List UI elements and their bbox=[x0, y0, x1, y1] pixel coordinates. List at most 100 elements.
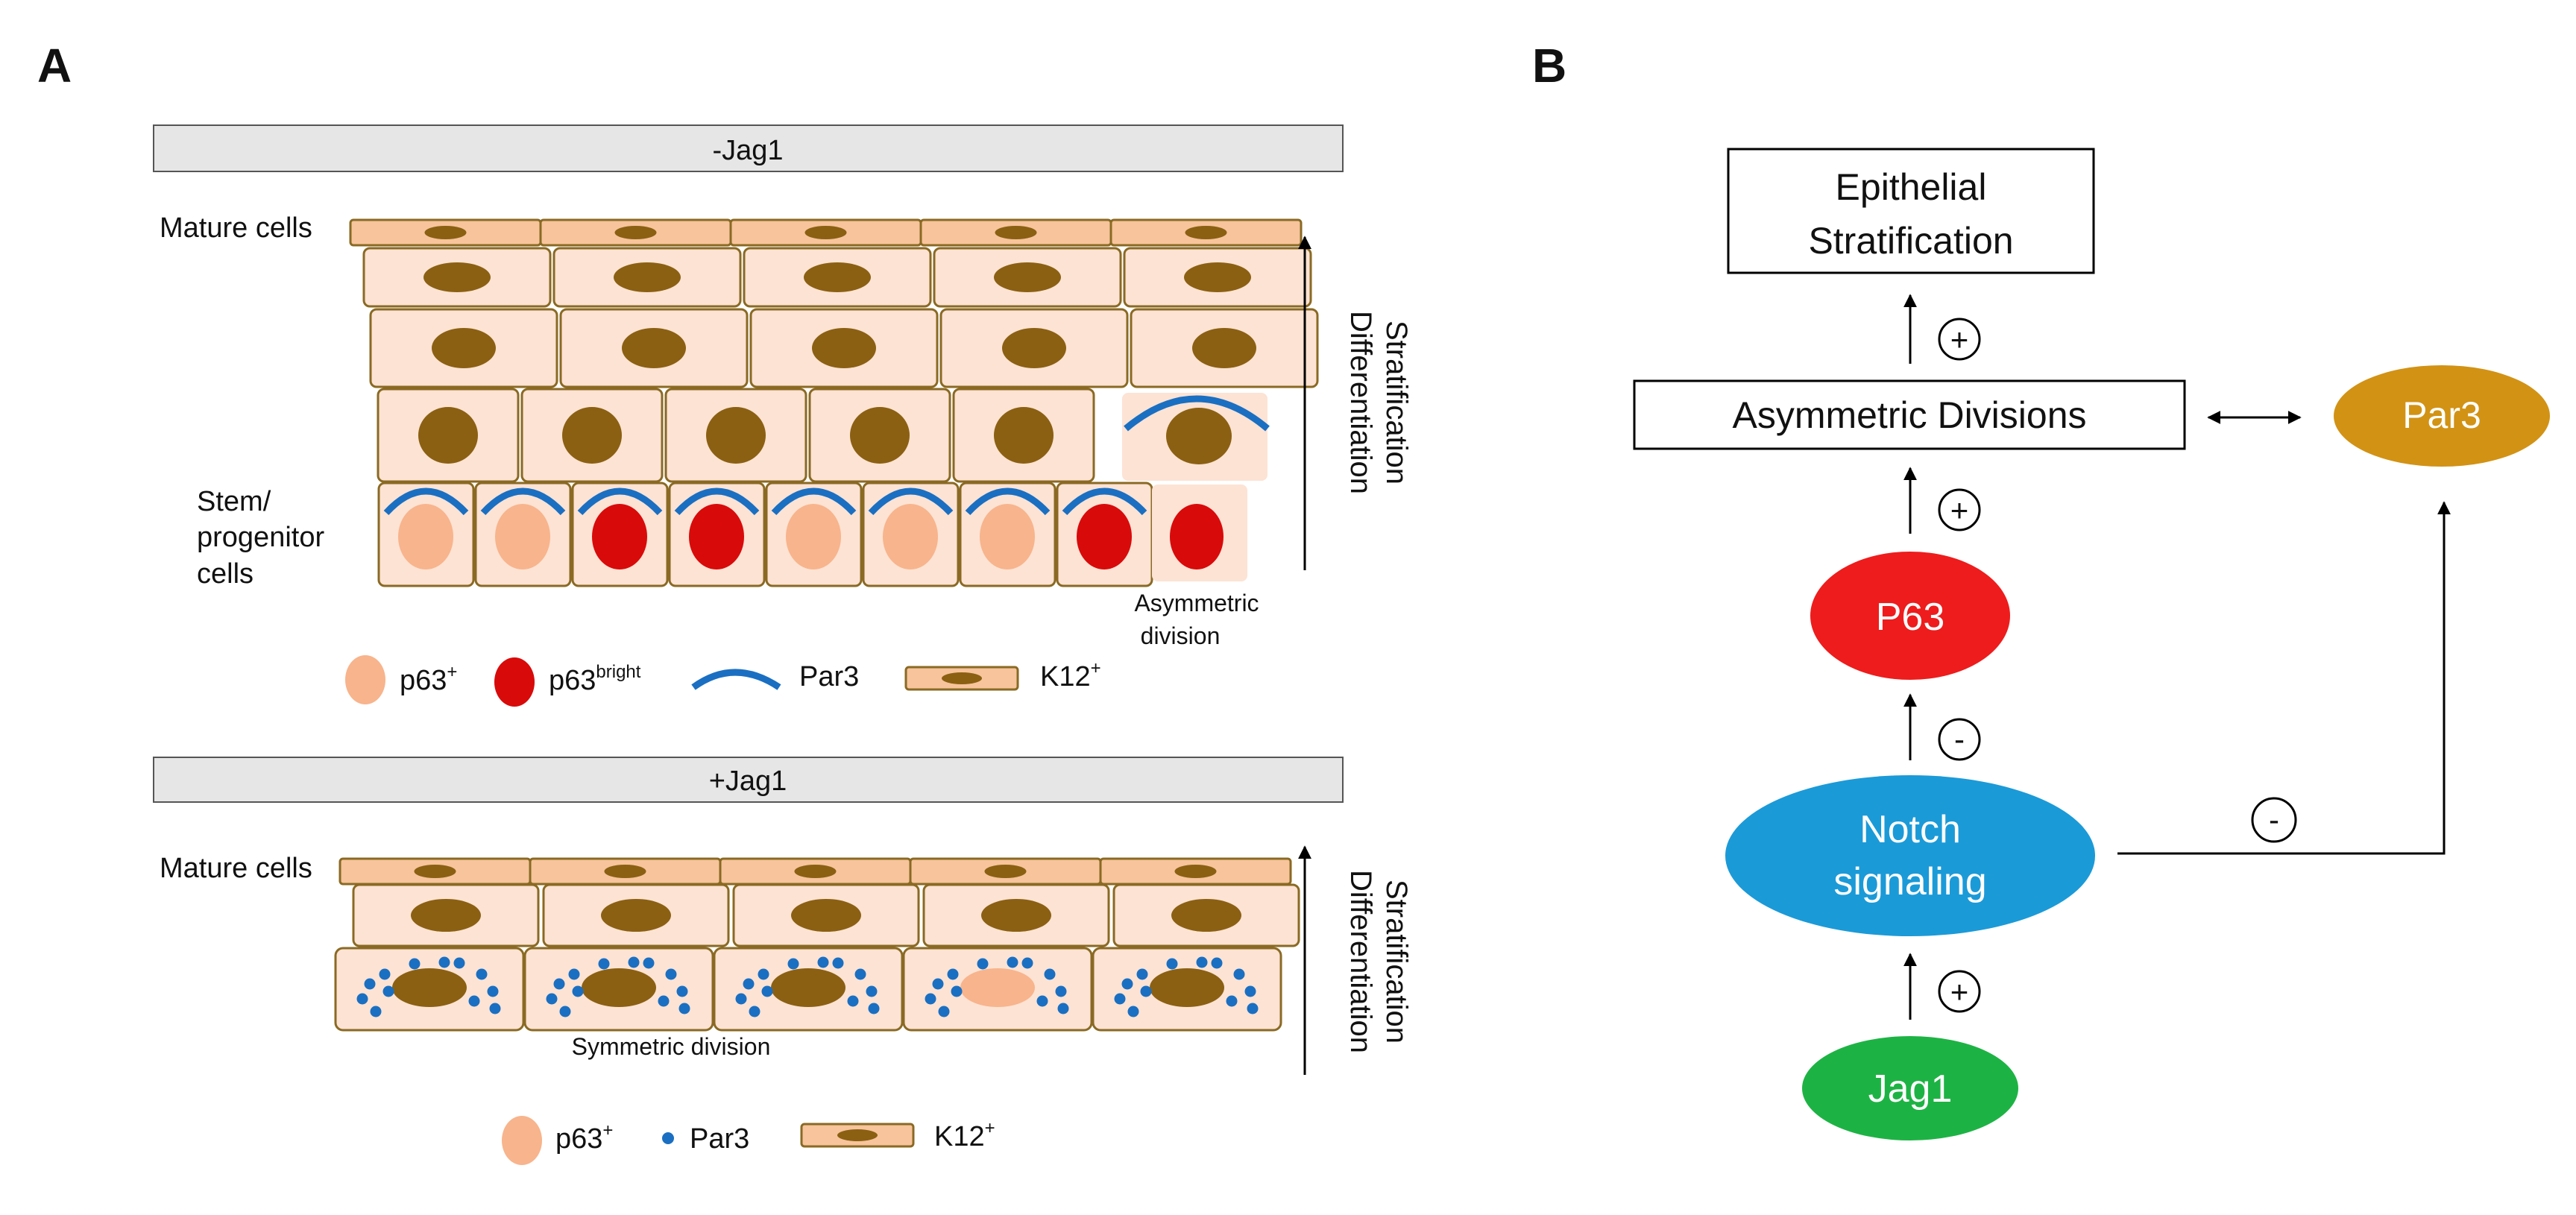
brown-nucleus bbox=[582, 968, 656, 1007]
legend-bottom-par3-label: Par3 bbox=[690, 1123, 749, 1155]
par3-dot bbox=[832, 957, 844, 969]
par3-crescent bbox=[1124, 395, 1270, 432]
par3-dot bbox=[658, 995, 670, 1007]
par3-dot bbox=[438, 956, 450, 968]
par3-dot bbox=[749, 1006, 760, 1017]
par3-dot bbox=[1140, 985, 1152, 997]
par3-dot bbox=[1114, 993, 1126, 1005]
sign-notch-to-p63: - bbox=[1954, 722, 1965, 757]
brown-nucleus bbox=[994, 407, 1054, 464]
symmetric-division-label: Symmetric division bbox=[572, 1033, 771, 1060]
par3-crescent bbox=[577, 487, 663, 516]
par3-dot bbox=[1247, 1003, 1259, 1014]
brown-nucleus bbox=[994, 262, 1061, 292]
basal-p63-nucleus bbox=[980, 504, 1035, 569]
top-banner-label: -Jag1 bbox=[712, 135, 783, 166]
par3-dot bbox=[1021, 957, 1033, 969]
brown-nucleus bbox=[432, 328, 496, 368]
par3-node-label: Par3 bbox=[2402, 394, 2481, 436]
top-basal-row bbox=[377, 482, 1247, 587]
basal-p63-nucleus bbox=[689, 504, 744, 569]
legend-bottom-k12-label: K12+ bbox=[934, 1118, 995, 1152]
mature-nucleus bbox=[614, 226, 657, 239]
p63-nucleus bbox=[960, 968, 1035, 1007]
par3-dot bbox=[1121, 978, 1133, 990]
bottom-suprabasal-row bbox=[352, 883, 1300, 947]
par3-dot bbox=[409, 958, 421, 970]
par3-dot bbox=[553, 978, 565, 990]
par3-dot bbox=[977, 958, 989, 970]
asym-division-label-line2: division bbox=[1141, 622, 1221, 649]
par3-dot bbox=[370, 1006, 382, 1017]
brown-nucleus bbox=[1192, 328, 1256, 368]
par3-dot bbox=[951, 985, 963, 997]
sign-circle-jag1-to-notch bbox=[1938, 970, 1981, 1013]
legend-bottom-par3-swatch bbox=[662, 1132, 674, 1144]
par3-dot bbox=[1057, 1003, 1069, 1014]
bottom-legend: p63+ Par3 K12+ bbox=[502, 1116, 995, 1165]
sign-circle-notch-to-p63 bbox=[1938, 718, 1981, 761]
par3-dot bbox=[676, 985, 688, 997]
top-suprabasal-row-2 bbox=[369, 308, 1319, 388]
brown-nucleus bbox=[812, 328, 876, 368]
basal-p63-nucleus bbox=[883, 504, 938, 569]
par3-dot bbox=[1127, 1006, 1139, 1017]
par3-dot bbox=[489, 1003, 501, 1014]
par3-dot bbox=[758, 968, 769, 980]
legend-bottom-k12-nucleus bbox=[837, 1129, 878, 1141]
asymmetric-lower-nucleus bbox=[1170, 504, 1224, 569]
stem-label-line2: progenitor bbox=[197, 522, 324, 553]
par3-dot bbox=[743, 978, 755, 990]
brown-nucleus bbox=[1184, 262, 1251, 292]
par3-dot bbox=[546, 993, 558, 1005]
par3-dot bbox=[847, 995, 859, 1007]
par3-dot bbox=[487, 985, 499, 997]
brown-nucleus bbox=[771, 968, 845, 1007]
par3-dot bbox=[568, 968, 580, 980]
jag1-node bbox=[1802, 1036, 2018, 1140]
legend-par3-swatch bbox=[691, 669, 781, 690]
epithelial-stratification-box bbox=[1727, 148, 2095, 274]
mature-nucleus bbox=[984, 865, 1027, 878]
par3-dot bbox=[1233, 968, 1245, 980]
par3-crescent bbox=[771, 487, 857, 516]
bottom-section: +Jag1 Mature cells Symmetric division Di… bbox=[153, 757, 1413, 1165]
top-section: -Jag1 Mature cells Stem/ progenitor cell… bbox=[153, 124, 1413, 707]
par3-dot bbox=[678, 1003, 690, 1014]
par3-dot bbox=[866, 985, 878, 997]
par3-crescent bbox=[480, 487, 566, 516]
top-suprabasal-row-1 bbox=[362, 247, 1312, 308]
sign-circle-notch-to-par3 bbox=[2251, 797, 2297, 843]
par3-dot bbox=[1196, 956, 1208, 968]
basal-p63-nucleus bbox=[786, 504, 841, 569]
sign-asym-to-epi: + bbox=[1950, 322, 1969, 357]
sign-jag1-to-notch: + bbox=[1950, 974, 1969, 1009]
bottom-mature-row bbox=[338, 857, 1292, 886]
arrow-notch-to-par3 bbox=[2117, 501, 2451, 855]
par3-dot bbox=[453, 957, 465, 969]
par3-dot bbox=[643, 957, 655, 969]
brown-nucleus bbox=[411, 899, 481, 932]
bottom-basal-row bbox=[334, 947, 1282, 1032]
legend-k12-label: K12+ bbox=[1040, 658, 1101, 692]
legend-p63plus-swatch bbox=[345, 655, 385, 704]
par3-dot bbox=[665, 968, 677, 980]
top-axis-label-stratification: Stratification bbox=[1380, 321, 1413, 485]
top-banner bbox=[153, 124, 1344, 172]
bottom-banner bbox=[153, 757, 1344, 803]
top-legend: p63+ p63bright Par3 K12+ bbox=[345, 655, 1101, 707]
brown-nucleus bbox=[614, 262, 681, 292]
p63-node-label: P63 bbox=[1876, 596, 1945, 639]
brown-nucleus bbox=[850, 407, 910, 464]
par3-dot bbox=[559, 1006, 571, 1017]
par3-dot bbox=[868, 1003, 880, 1014]
brown-nucleus bbox=[562, 407, 622, 464]
bottom-banner-label: +Jag1 bbox=[709, 766, 787, 797]
par3-dot bbox=[1055, 985, 1067, 997]
top-axis-label-differentiation: Differentiation bbox=[1344, 311, 1377, 494]
legend-p63bright-swatch bbox=[494, 657, 535, 707]
mature-nucleus bbox=[1185, 226, 1227, 239]
panel-b-letter: B bbox=[1532, 39, 1566, 92]
par3-dot bbox=[1166, 958, 1178, 970]
